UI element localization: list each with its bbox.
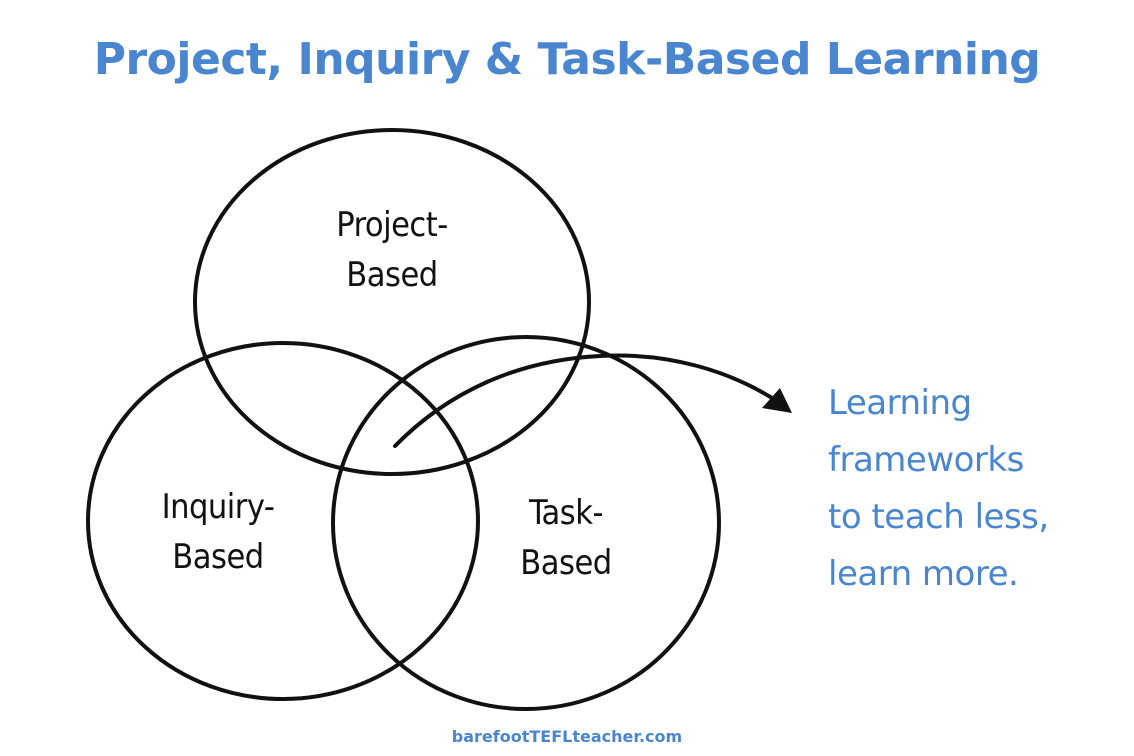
side-note-line: learn more.: [828, 554, 1019, 594]
side-note: Learning frameworks to teach less, learn…: [828, 375, 1049, 603]
project-based-label: Project- Based: [292, 200, 492, 300]
side-note-line: Learning: [828, 383, 972, 423]
project-circle: [193, 128, 591, 476]
label-line: Based: [520, 543, 612, 583]
arrow-line: [393, 353, 774, 448]
side-note-line: frameworks: [828, 440, 1024, 480]
inquiry-circle: [86, 341, 480, 701]
arrow-head-icon: [762, 388, 792, 413]
page-title: Project, Inquiry & Task-Based Learning: [93, 34, 1041, 85]
label-line: Inquiry-: [161, 487, 275, 527]
side-note-line: to teach less,: [828, 497, 1049, 537]
label-line: Task-: [529, 493, 603, 533]
label-line: Project-: [336, 205, 448, 245]
task-circle: [331, 335, 721, 711]
footer-website: barefootTEFLteacher.com: [451, 727, 683, 746]
task-based-label: Task- Based: [466, 488, 666, 588]
label-line: Based: [172, 537, 264, 577]
inquiry-based-label: Inquiry- Based: [118, 482, 318, 582]
label-line: Based: [346, 255, 438, 295]
